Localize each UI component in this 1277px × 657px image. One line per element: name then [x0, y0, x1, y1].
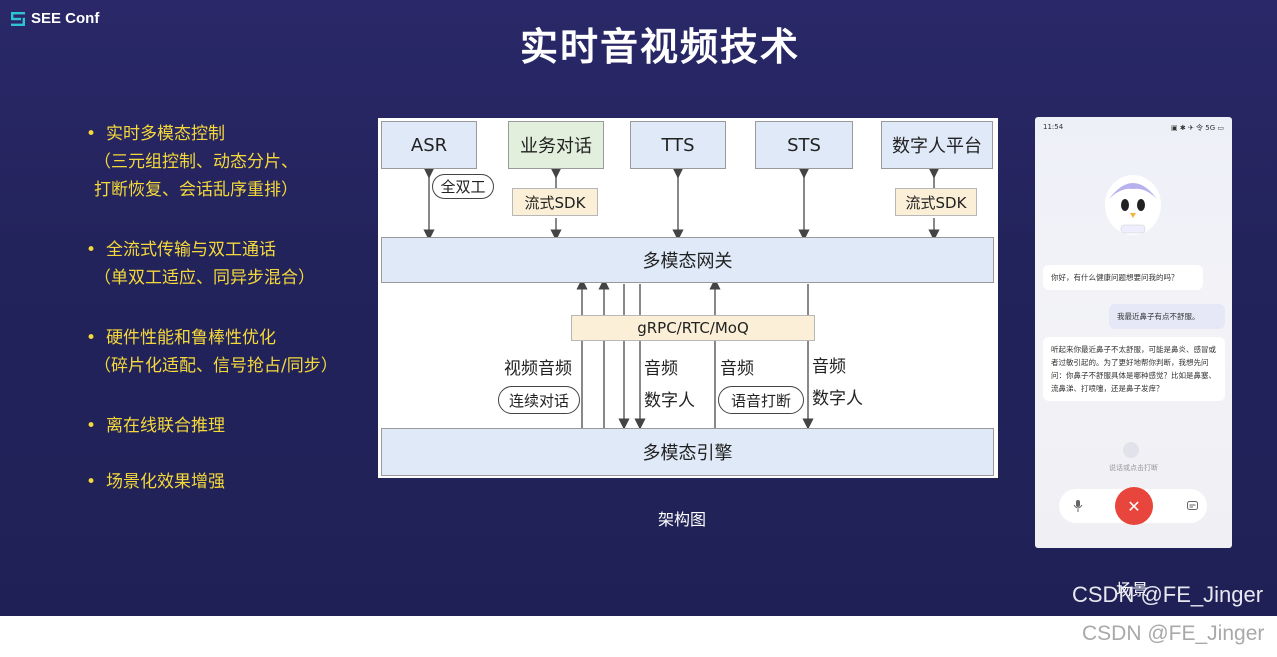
streaming-sdk-left: 流式SDK — [512, 188, 598, 216]
bullet-item: 硬件性能和鲁棒性优化 （碎片化适配、信号抢占/同步） — [86, 324, 376, 380]
bullet-title: 离在线联合推理 — [106, 416, 225, 436]
multimodal-engine-box: 多模态引擎 — [381, 428, 994, 476]
bullet-sub: 打断恢复、会话乱序重排） — [94, 180, 298, 200]
listening-indicator — [1123, 442, 1139, 458]
bullet-title: 场景化效果增强 — [106, 472, 225, 492]
voice-interrupt-pill: 语音打断 — [718, 386, 804, 414]
assistant-greeting-bubble: 你好，有什么健康问题想要问我的吗？ — [1043, 265, 1203, 290]
bullet-title: 硬件性能和鲁棒性优化 — [106, 328, 276, 348]
biz-dialog-box: 业务对话 — [508, 121, 604, 169]
bullet-item: 实时多模态控制 （三元组控制、动态分片、 打断恢复、会话乱序重排） — [86, 120, 376, 204]
scene-caption: 场景 — [1116, 580, 1149, 599]
multimodal-gateway-box: 多模态网关 — [381, 237, 994, 283]
diagram-caption: 架构图 — [658, 510, 707, 529]
asr-box: ASR — [381, 121, 477, 169]
architecture-diagram: ASR 业务对话 TTS STS 数字人平台 全双工 流式SDK 流式SDK 多… — [378, 118, 998, 478]
user-message-bubble: 我最近鼻子有点不舒服。 — [1109, 304, 1225, 329]
label-digital-human-1: 数字人 — [644, 391, 695, 411]
assistant-avatar-icon — [1105, 175, 1161, 235]
bullet-title: 实时多模态控制 — [106, 124, 225, 144]
bullet-item: 场景化效果增强 — [86, 468, 376, 496]
bullet-sub: （碎片化适配、信号抢占/同步） — [94, 356, 338, 376]
phone-screenshot: 11:54 ▣ ✱ ✈ 令 5G ▭ 你好，有什么健康问题想要问我的吗？ 我最近… — [1035, 117, 1232, 548]
bullet-item: 离在线联合推理 — [86, 412, 376, 440]
close-icon[interactable]: ✕ — [1115, 487, 1153, 525]
bullet-title: 全流式传输与双工通话 — [106, 240, 276, 260]
protocol-box: gRPC/RTC/MoQ — [571, 315, 815, 341]
bullet-sub: （单双工适应、同异步混合） — [94, 268, 315, 288]
mic-icon[interactable] — [1067, 495, 1089, 517]
assistant-reply-bubble: 听起来你最近鼻子不太舒服，可能是鼻炎、感冒或者过敏引起的。为了更好地帮你判断，我… — [1043, 337, 1225, 401]
brand-logo: SEE Conf — [10, 10, 99, 27]
bullet-list: 实时多模态控制 （三元组控制、动态分片、 打断恢复、会话乱序重排） 全流式传输与… — [86, 120, 376, 528]
subtitle-icon[interactable] — [1181, 495, 1203, 517]
digital-human-platform-box: 数字人平台 — [881, 121, 993, 169]
slide: SEE Conf 实时音视频技术 实时多模态控制 （三元组控制、动态分片、 打断… — [0, 0, 1277, 616]
watermark-outer: CSDN @FE_Jinger — [1082, 622, 1265, 645]
status-time: 11:54 — [1043, 123, 1064, 131]
label-video-audio: 视频音频 — [504, 359, 572, 379]
see-conf-logo-icon — [11, 11, 25, 26]
label-audio-3: 音频 — [812, 357, 846, 377]
streaming-sdk-right: 流式SDK — [895, 188, 977, 216]
brand-name: SEE Conf — [31, 10, 100, 27]
bullet-item: 全流式传输与双工通话 （单双工适应、同异步混合） — [86, 236, 376, 292]
sts-box: STS — [755, 121, 853, 169]
interrupt-hint: 说话或点击打断 — [1109, 464, 1158, 472]
label-audio-1: 音频 — [644, 359, 678, 379]
watermark-inner: CSDN @FE_Jinger — [1072, 582, 1264, 607]
full-duplex-pill: 全双工 — [432, 174, 494, 199]
label-audio-2: 音频 — [720, 359, 754, 379]
diagram-arrows — [423, 167, 940, 430]
tts-box: TTS — [630, 121, 726, 169]
bullet-sub: （三元组控制、动态分片、 — [94, 152, 298, 172]
label-digital-human-2: 数字人 — [812, 389, 863, 409]
continuous-dialog-pill: 连续对话 — [498, 386, 580, 414]
slide-title: 实时音视频技术 — [519, 25, 800, 69]
status-icons: ▣ ✱ ✈ 令 5G ▭ — [1171, 124, 1224, 132]
